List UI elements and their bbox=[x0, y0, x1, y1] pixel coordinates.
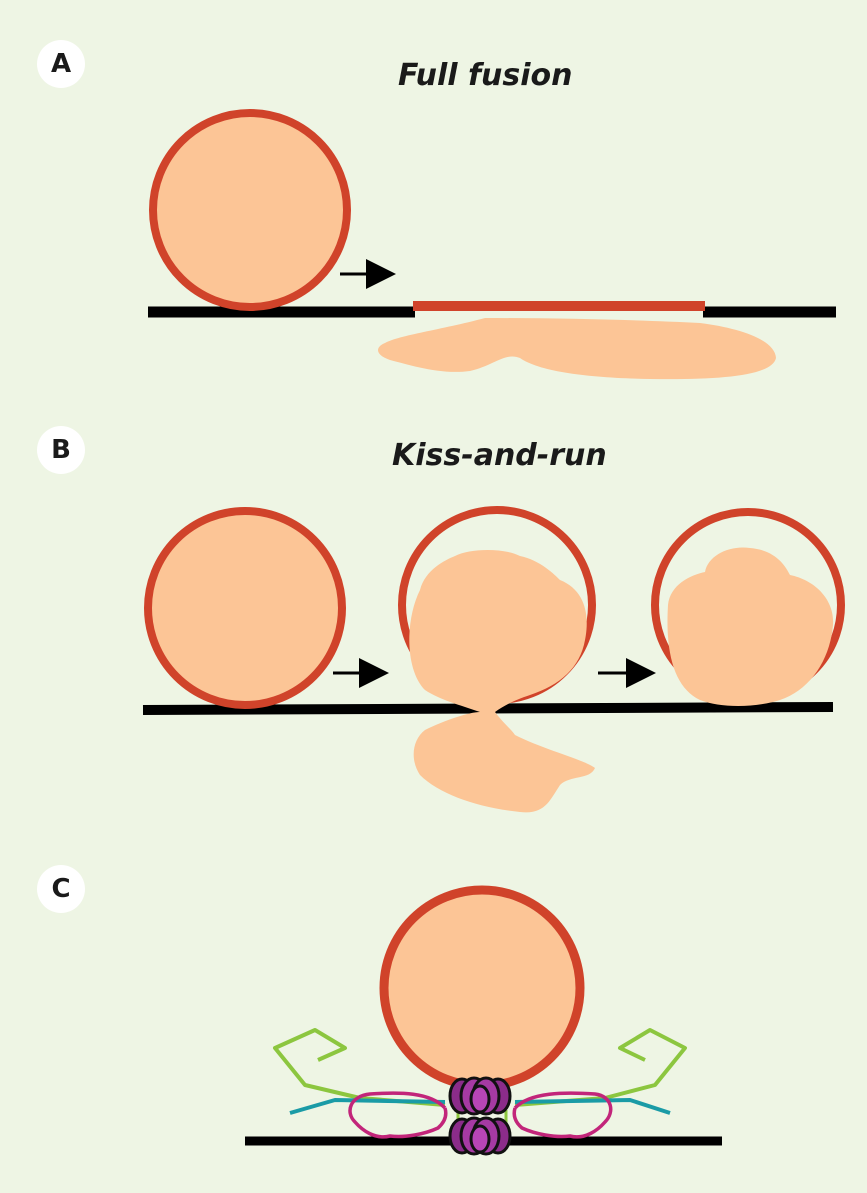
vesicle-docked bbox=[149, 109, 351, 311]
panel-b-kiss-and-run bbox=[142, 506, 845, 813]
pore-complex-upper bbox=[448, 1076, 512, 1116]
panel-label-b: B bbox=[37, 426, 85, 474]
snare-teal-left bbox=[289, 1098, 446, 1115]
snare-magenta-left bbox=[348, 1091, 448, 1139]
retained-content bbox=[667, 547, 834, 706]
pore-content bbox=[409, 550, 595, 813]
panel-label-c: C bbox=[37, 865, 85, 913]
pore-complex-lower bbox=[448, 1116, 512, 1156]
panel-label-a: A bbox=[37, 40, 85, 88]
panel-a-title: Full fusion bbox=[398, 58, 573, 93]
panel-c-snare-complex bbox=[245, 885, 722, 1156]
vesicle-snare bbox=[379, 885, 585, 1091]
snare-magenta-right bbox=[512, 1091, 613, 1139]
released-content bbox=[378, 318, 776, 380]
panel-b-title: Kiss-and-run bbox=[392, 438, 607, 473]
panel-a-full-fusion bbox=[148, 109, 836, 380]
snare-teal-right bbox=[514, 1098, 671, 1115]
vesicle-docked-b bbox=[144, 507, 346, 709]
